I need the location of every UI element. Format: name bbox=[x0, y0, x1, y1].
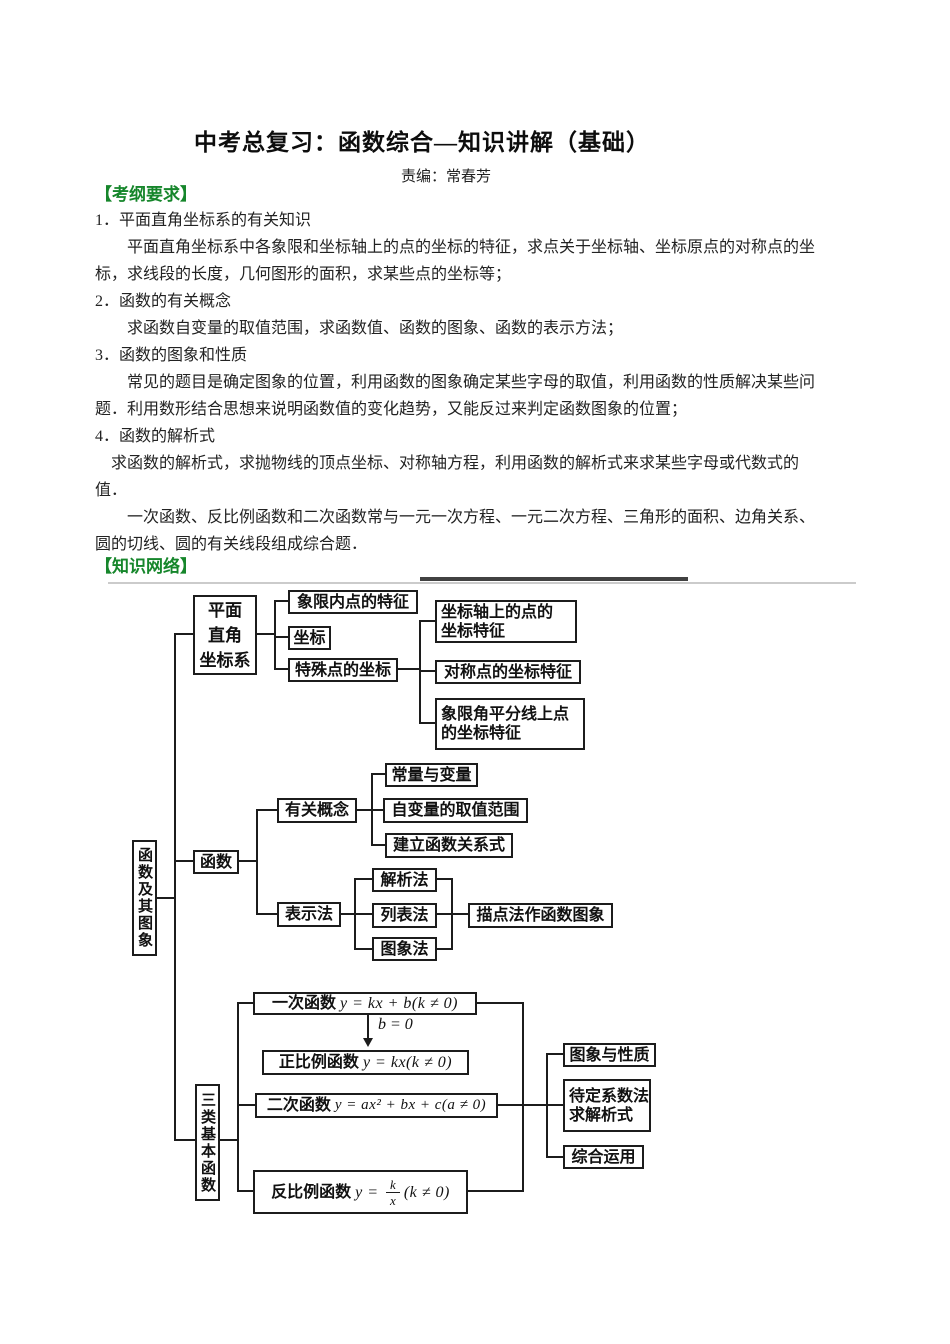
connector-line bbox=[276, 668, 288, 670]
text-line: 平面直角坐标系中各象限和坐标轴上的点的坐标的特征，求点关于坐标轴、坐标原点的对称… bbox=[95, 239, 816, 256]
text-line: 3．函数的图象和性质 bbox=[95, 347, 248, 364]
connector-line bbox=[255, 633, 274, 635]
text-line: 值． bbox=[95, 482, 128, 499]
connector-line bbox=[276, 600, 288, 602]
connector-line bbox=[239, 1002, 253, 1004]
text-line: 4．函数的解析式 bbox=[95, 428, 216, 445]
connector-line bbox=[276, 636, 288, 638]
connector-line bbox=[373, 773, 385, 775]
connector-line bbox=[354, 878, 356, 950]
connector-line bbox=[421, 722, 435, 724]
connector-line bbox=[371, 773, 373, 846]
connector-line bbox=[174, 633, 176, 1141]
connector-line bbox=[435, 878, 451, 880]
connector-line bbox=[522, 1002, 524, 1192]
connector-line bbox=[373, 809, 383, 811]
connector-line bbox=[356, 878, 372, 880]
text-line: 标，求线段的长度，几何图形的面积，求某些点的坐标等； bbox=[95, 266, 512, 283]
connector-line bbox=[435, 948, 451, 950]
arrow-head-icon bbox=[363, 1038, 373, 1047]
text-line: 求函数的解析式，求抛物线的顶点坐标、对称轴方程，利用函数的解析式来求某些字母或代… bbox=[95, 455, 800, 472]
text-line: 题．利用数形结合思想来说明函数值的变化趋势，又能反过来判定函数图象的位置； bbox=[95, 401, 688, 418]
node-coordinate: 坐标 bbox=[288, 626, 331, 650]
connector-line bbox=[466, 1190, 522, 1192]
connector-line bbox=[239, 1190, 253, 1192]
node-functions-and-graphs-root: 函数及其图象 bbox=[132, 840, 157, 956]
connector-line bbox=[174, 633, 195, 635]
node-function: 函数 bbox=[193, 850, 239, 874]
node-special-points: 特殊点的坐标 bbox=[288, 658, 398, 682]
connector-line bbox=[339, 913, 354, 915]
section-header-network: 【知识网络】 bbox=[95, 557, 197, 576]
connector-line bbox=[373, 844, 385, 846]
connector-line bbox=[258, 809, 277, 811]
node-point-plotting: 描点法作函数图象 bbox=[468, 903, 613, 928]
connector-line bbox=[496, 1104, 522, 1106]
outline-text: 1．平面直角坐标系的有关知识 平面直角坐标系中各象限和坐标轴上的点的坐标的特征，… bbox=[95, 207, 875, 558]
node-quadrant-point-features: 象限内点的特征 bbox=[288, 590, 418, 614]
text-line: 2．函数的有关概念 bbox=[95, 293, 232, 310]
connector-line bbox=[524, 1104, 546, 1106]
node-undetermined-coefficients: 待定系数法 求解析式 bbox=[563, 1079, 651, 1132]
scan-line-dark bbox=[420, 577, 688, 581]
node-constants-variables: 常量与变量 bbox=[385, 763, 478, 787]
node-related-concepts: 有关概念 bbox=[277, 798, 357, 823]
connector-line bbox=[256, 809, 258, 915]
node-graph-and-properties: 图象与性质 bbox=[563, 1043, 656, 1067]
connector-line bbox=[421, 620, 435, 622]
text-line: 1．平面直角坐标系的有关知识 bbox=[95, 212, 312, 229]
connector-line bbox=[548, 1104, 563, 1106]
connector-line bbox=[355, 809, 371, 811]
node-table-method: 列表法 bbox=[372, 903, 437, 928]
connector-line bbox=[356, 913, 372, 915]
node-axis-point-features: 坐标轴上的点的 坐标特征 bbox=[435, 600, 577, 643]
connector-line bbox=[274, 600, 276, 670]
connector-line bbox=[548, 1053, 563, 1055]
node-bisector-point-features: 象限角平分线上点 的坐标特征 bbox=[435, 698, 585, 750]
connector-line bbox=[174, 1139, 195, 1141]
node-symmetric-point-features: 对称点的坐标特征 bbox=[435, 660, 581, 684]
node-three-basic-functions: 三类基本函数 bbox=[195, 1084, 220, 1201]
connector-line bbox=[258, 913, 277, 915]
node-variable-range: 自变量的取值范围 bbox=[383, 798, 528, 823]
arrow-label-b-zero: b = 0 bbox=[378, 1016, 413, 1033]
node-graph-method: 图象法 bbox=[372, 937, 437, 961]
connector-line bbox=[156, 897, 174, 899]
connector-line bbox=[396, 668, 419, 670]
node-comprehensive-application: 综合运用 bbox=[563, 1145, 644, 1169]
node-build-function-relation: 建立函数关系式 bbox=[385, 833, 513, 858]
connector-line bbox=[419, 620, 421, 724]
section-header-outline: 【考纲要求】 bbox=[95, 185, 197, 204]
scan-line-light bbox=[108, 582, 856, 584]
node-analytic-method: 解析法 bbox=[372, 868, 437, 892]
editor-line: 责编：常春芳 bbox=[400, 169, 491, 185]
text-line: 常见的题目是确定图象的位置，利用函数的图象确定某些字母的取值，利用函数的性质解决… bbox=[95, 374, 816, 391]
connector-line bbox=[548, 1156, 563, 1158]
connector-line bbox=[435, 913, 468, 915]
connector-line bbox=[174, 860, 193, 862]
connector-line bbox=[546, 1053, 548, 1158]
connector-line bbox=[421, 670, 435, 672]
node-plane-coordinate-system: 平面 直角 坐标系 bbox=[193, 595, 257, 675]
connector-line bbox=[356, 948, 372, 950]
connector-line bbox=[217, 1139, 237, 1141]
page-title: 中考总复习：函数综合—知识讲解（基础） bbox=[194, 130, 650, 155]
node-representation-methods: 表示法 bbox=[277, 902, 341, 927]
text-line: 圆的切线、圆的有关线段组成综合题． bbox=[95, 536, 368, 553]
text-line: 一次函数、反比例函数和二次函数常与一元一次方程、一元二次方程、三角形的面积、边角… bbox=[95, 509, 816, 526]
connector-line bbox=[237, 860, 256, 862]
text-line: 求函数自变量的取值范围，求函数值、函数的图象、函数的表示方法； bbox=[95, 320, 624, 337]
connector-line bbox=[237, 1002, 239, 1192]
connector-line bbox=[239, 1104, 255, 1106]
arrow-line bbox=[367, 1014, 369, 1040]
connector-line bbox=[475, 1002, 522, 1004]
